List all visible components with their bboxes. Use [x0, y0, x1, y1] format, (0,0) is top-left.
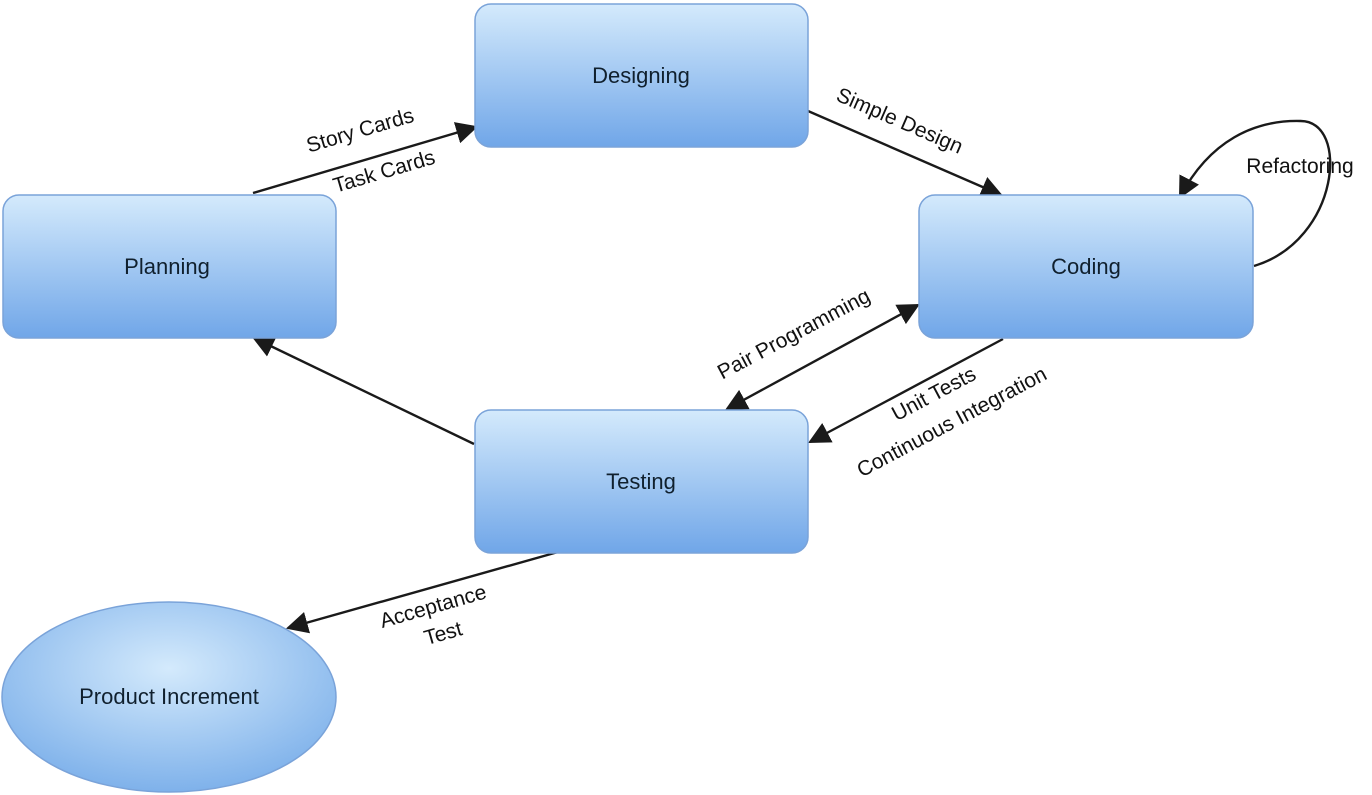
label-pair-programming: Pair Programming [714, 284, 874, 384]
node-designing-label: Designing [592, 63, 690, 88]
label-simple-design: Simple Design [833, 83, 966, 158]
node-testing-label: Testing [606, 469, 676, 494]
edge-testing-product [285, 550, 559, 634]
edge-designing-coding [807, 109, 1004, 198]
node-coding-label: Coding [1051, 254, 1121, 279]
node-planning[interactable]: Planning [2, 194, 337, 339]
node-product-increment[interactable]: Product Increment [1, 601, 337, 793]
label-refactoring: Refactoring [1246, 155, 1353, 178]
edge-coding-testing-pair [725, 303, 920, 411]
node-coding[interactable]: Coding [918, 194, 1254, 339]
label-test: Test [422, 617, 466, 650]
node-designing[interactable]: Designing [474, 3, 809, 148]
node-product-increment-label: Product Increment [79, 684, 259, 709]
edge-coding-refactoring-loop [1178, 119, 1332, 268]
edge-planning-designing [252, 122, 479, 195]
edge-coding-testing [808, 337, 1004, 444]
node-testing[interactable]: Testing [474, 409, 809, 554]
node-planning-label: Planning [124, 254, 210, 279]
edge-testing-planning [252, 336, 475, 446]
